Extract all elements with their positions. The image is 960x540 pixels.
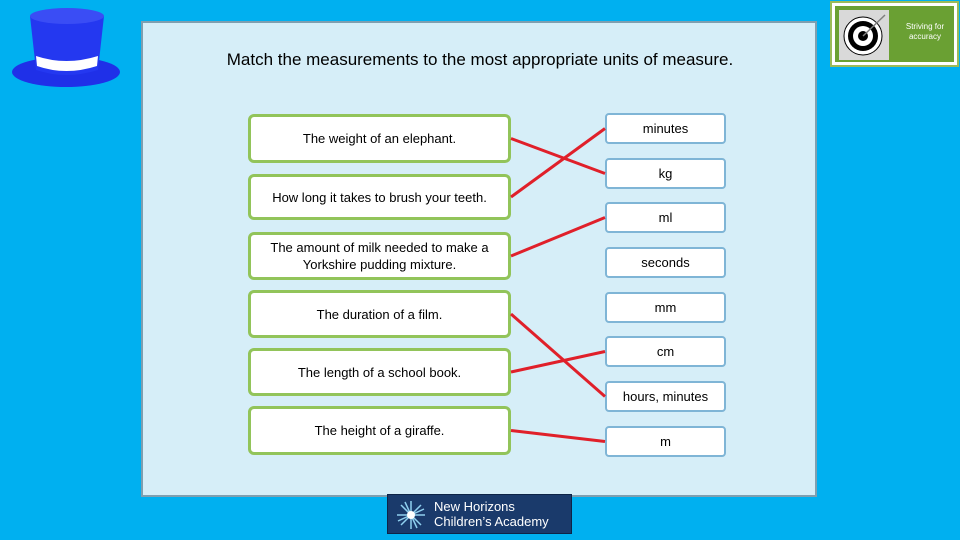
page-title: Match the measurements to the most appro… (226, 50, 734, 69)
measurement-box-book[interactable]: The length of a school book. (248, 348, 511, 396)
match-line-4 (510, 350, 606, 374)
match-line-3 (510, 312, 606, 398)
unit-box-mm[interactable]: mm (605, 292, 726, 323)
footer-line-1: New Horizons (434, 499, 515, 514)
measurement-box-elephant[interactable]: The weight of an elephant. (248, 114, 511, 163)
unit-box-seconds[interactable]: seconds (605, 247, 726, 278)
school-logo: New Horizons Children’s Academy (387, 494, 572, 534)
unit-box-kg[interactable]: kg (605, 158, 726, 189)
match-line-0 (510, 137, 606, 175)
measurement-box-film[interactable]: The duration of a film. (248, 290, 511, 338)
badge-text: Striving for accuracy (905, 22, 945, 41)
striving-for-accuracy-badge: Striving for accuracy (830, 1, 959, 67)
star-burst-icon (397, 501, 425, 529)
match-line-2 (510, 216, 606, 258)
measurement-box-milk[interactable]: The amount of milk needed to make a York… (248, 232, 511, 280)
target-icon (839, 10, 889, 60)
unit-box-m[interactable]: m (605, 426, 726, 457)
measurement-box-teeth[interactable]: How long it takes to brush your teeth. (248, 174, 511, 220)
unit-box-minutes[interactable]: minutes (605, 113, 726, 144)
measurement-box-giraffe[interactable]: The height of a giraffe. (248, 406, 511, 455)
unit-box-ml[interactable]: ml (605, 202, 726, 233)
unit-box-hours-minutes[interactable]: hours, minutes (605, 381, 726, 412)
footer-line-2: Children’s Academy (434, 514, 549, 529)
match-line-1 (510, 127, 606, 199)
match-line-5 (510, 429, 606, 443)
top-hat-icon (12, 8, 120, 87)
unit-box-cm[interactable]: cm (605, 336, 726, 367)
